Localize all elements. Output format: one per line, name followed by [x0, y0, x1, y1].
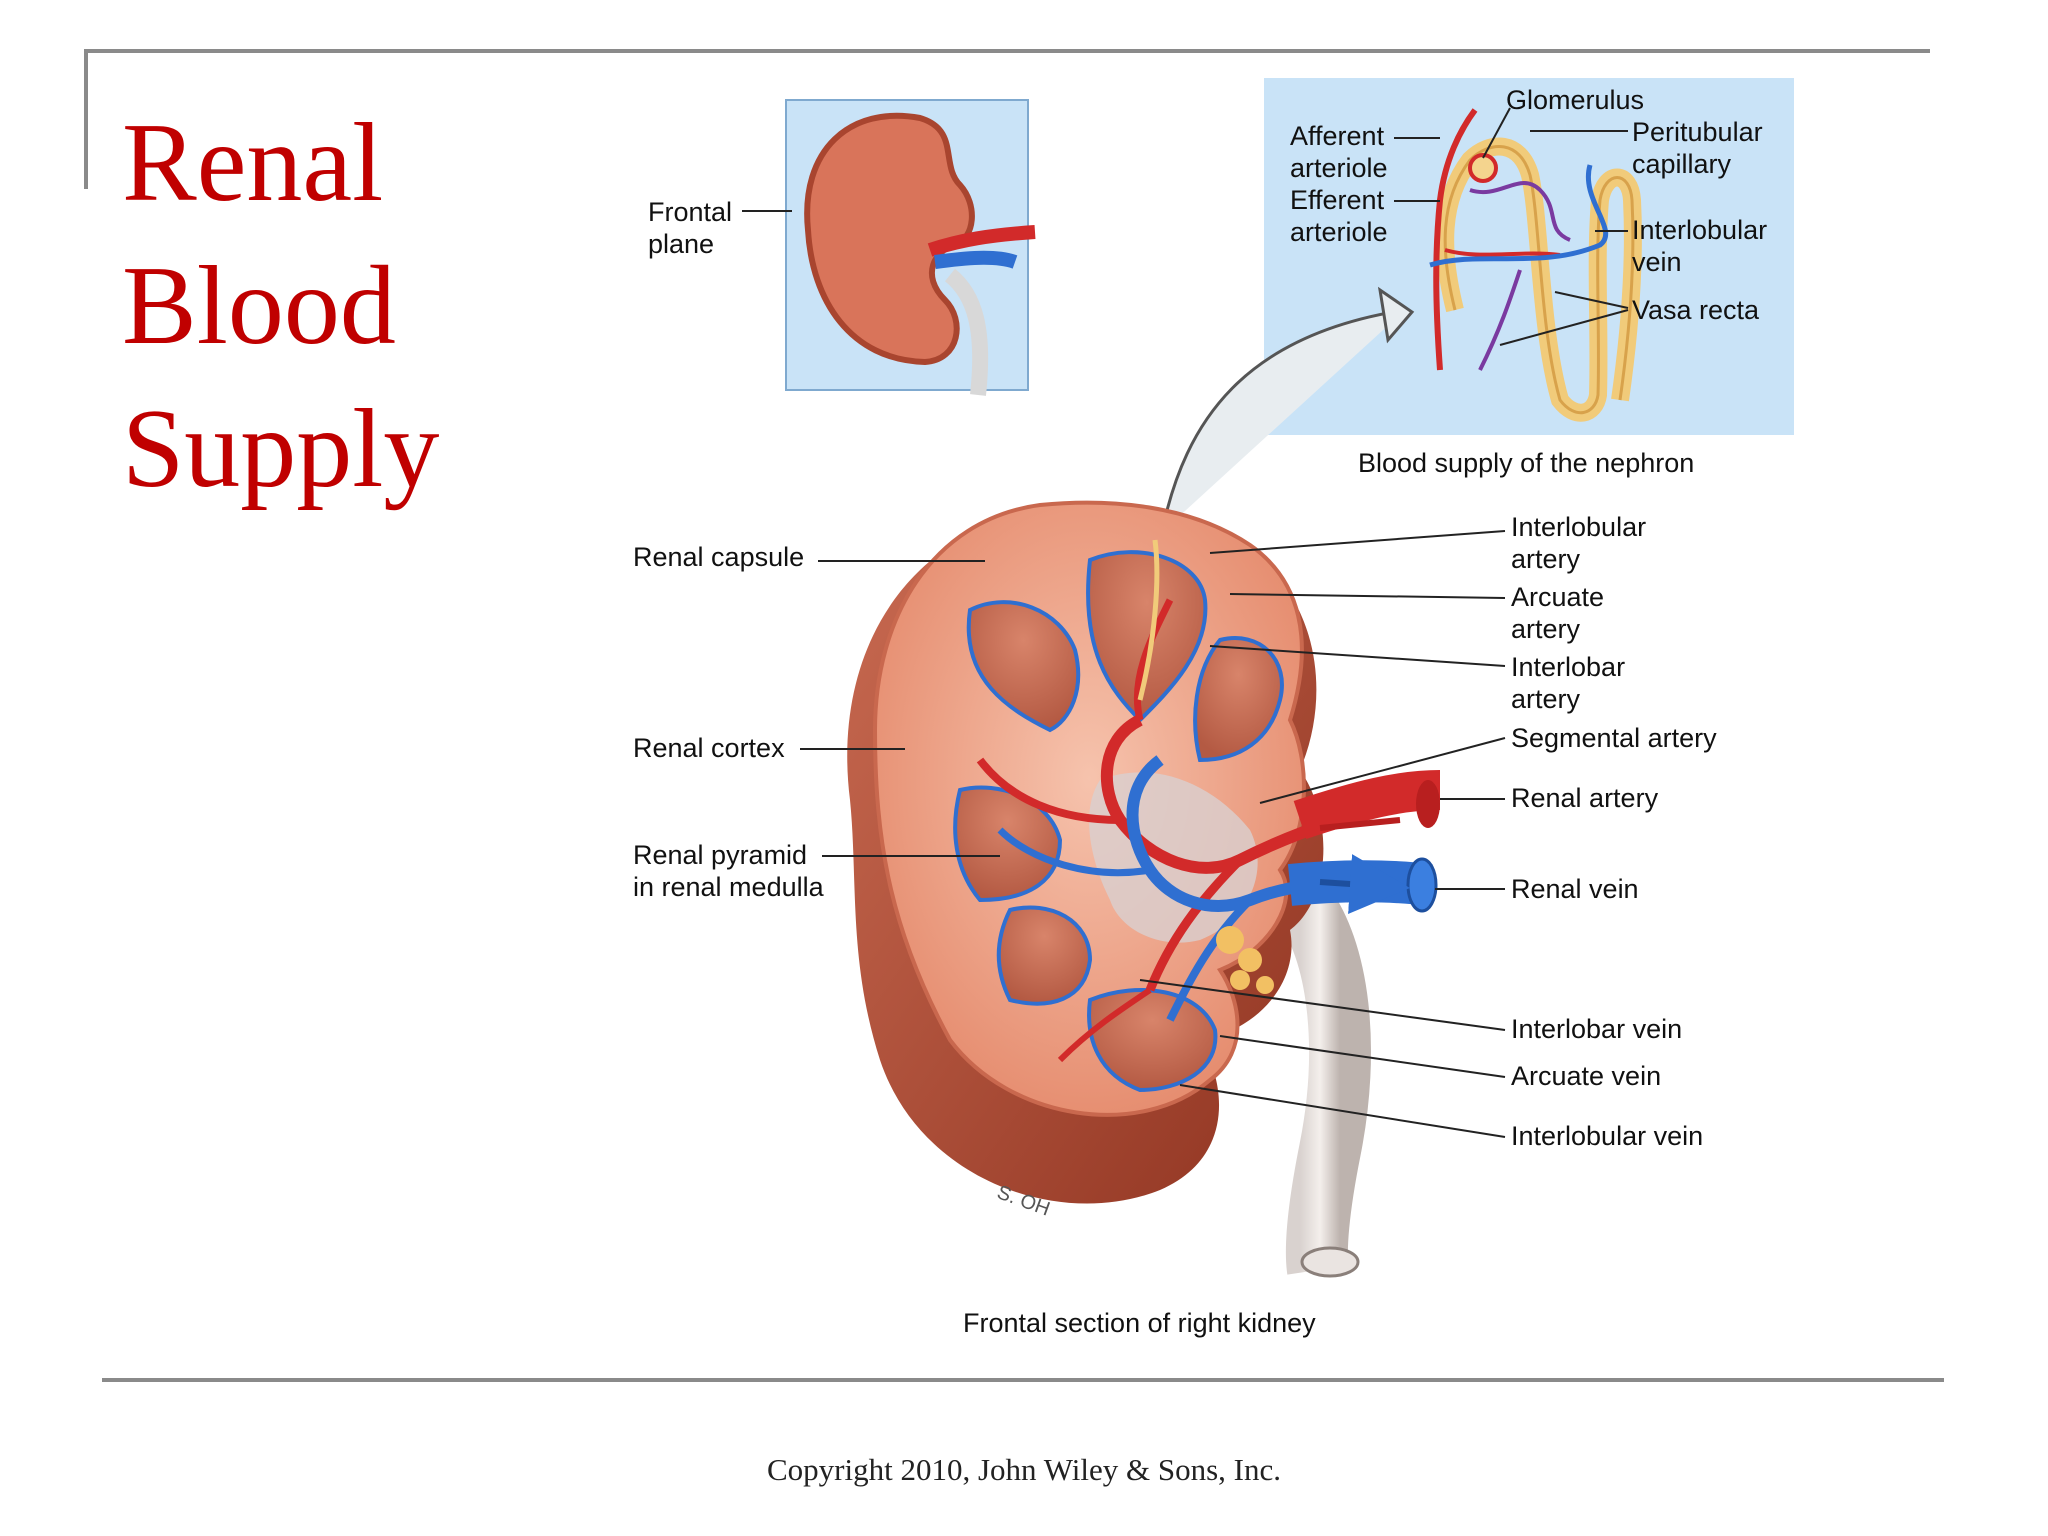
- frontal-plane-label: Frontal plane: [648, 196, 732, 260]
- interlobular-artery-line1: Interlobular: [1511, 512, 1647, 542]
- arcuate-artery-line1: Arcuate: [1511, 582, 1605, 612]
- afferent-line2: arteriole: [1290, 153, 1388, 183]
- nephron-inset: [1264, 78, 1794, 435]
- segmental-artery-leader: [1259, 737, 1506, 804]
- glomerulus-label: Glomerulus: [1506, 85, 1645, 115]
- title-line-1: Renal: [122, 101, 384, 225]
- peritubular-capillary-label: Peritubular capillary: [1632, 116, 1763, 180]
- zoom-arrow: [1160, 308, 1406, 533]
- arcuate-artery-leader: [1229, 593, 1506, 599]
- renal-pyramid-line1: Renal pyramid: [633, 840, 808, 870]
- arcuate-vein-label: Arcuate vein: [1511, 1061, 1662, 1091]
- renal-cortex-label: Renal cortex: [633, 733, 785, 763]
- nephron-caption: Blood supply of the nephron: [1358, 448, 1695, 478]
- nephron-interlobular-vein-line1: Interlobular: [1632, 215, 1768, 245]
- frontal-plane-label-line1: Frontal: [648, 197, 733, 227]
- interlobular-vein-leader: [1179, 1084, 1506, 1138]
- renal-capsule-label: Renal capsule: [633, 542, 805, 572]
- afferent-line1: Afferent: [1290, 121, 1385, 151]
- peritubular-line1: Peritubular: [1632, 117, 1763, 147]
- vasa-recta-label: Vasa recta: [1632, 295, 1760, 325]
- bottom-rule: [102, 1378, 1944, 1382]
- interlobar-artery-label: Interlobar artery: [1511, 651, 1625, 715]
- main-kidney-section: [847, 500, 1441, 1278]
- nephron-interlobular-vein-line2: vein: [1632, 247, 1682, 277]
- interlobar-artery-leader: [1209, 645, 1506, 667]
- arcuate-vein-leader: [1219, 1035, 1506, 1078]
- efferent-line1: Efferent: [1290, 185, 1385, 215]
- frontal-plane-inset: [785, 99, 1036, 396]
- title-line-3: Supply: [122, 387, 440, 511]
- nephron-interlobular-vein-label: Interlobular vein: [1632, 214, 1767, 278]
- left-rule: [84, 49, 88, 189]
- interlobular-artery-label: Interlobular artery: [1511, 511, 1646, 575]
- interlobar-artery-line2: artery: [1511, 684, 1581, 714]
- afferent-arteriole-label: Afferent arteriole: [1290, 120, 1388, 184]
- kidney-caption: Frontal section of right kidney: [963, 1308, 1316, 1338]
- top-rule: [84, 49, 1930, 53]
- interlobular-artery-leader: [1209, 530, 1506, 554]
- interlobar-vein-leader: [1139, 979, 1506, 1031]
- renal-vein-label: Renal vein: [1511, 874, 1639, 904]
- copyright-notice: Copyright 2010, John Wiley & Sons, Inc.: [767, 1452, 1281, 1487]
- interlobular-artery-line2: artery: [1511, 544, 1581, 574]
- interlobular-vein-label: Interlobular vein: [1511, 1121, 1704, 1151]
- renal-pyramid-line2: in renal medulla: [633, 872, 824, 902]
- frontal-plane-label-line2: plane: [648, 229, 715, 259]
- interlobar-vein-label: Interlobar vein: [1511, 1014, 1683, 1044]
- arcuate-artery-label: Arcuate artery: [1511, 581, 1604, 645]
- peritubular-line2: capillary: [1632, 149, 1732, 179]
- efferent-line2: arteriole: [1290, 217, 1388, 247]
- slide-title: Renal Blood Supply: [122, 92, 542, 521]
- zoom-arrow-head: [1377, 286, 1415, 344]
- segmental-artery-label: Segmental artery: [1511, 723, 1717, 753]
- renal-artery-label: Renal artery: [1511, 783, 1659, 813]
- title-line-2: Blood: [122, 244, 396, 368]
- arcuate-artery-line2: artery: [1511, 614, 1581, 644]
- renal-pyramid-label: Renal pyramid in renal medulla: [633, 839, 824, 903]
- interlobar-artery-line1: Interlobar: [1511, 652, 1626, 682]
- efferent-arteriole-label: Efferent arteriole: [1290, 184, 1388, 248]
